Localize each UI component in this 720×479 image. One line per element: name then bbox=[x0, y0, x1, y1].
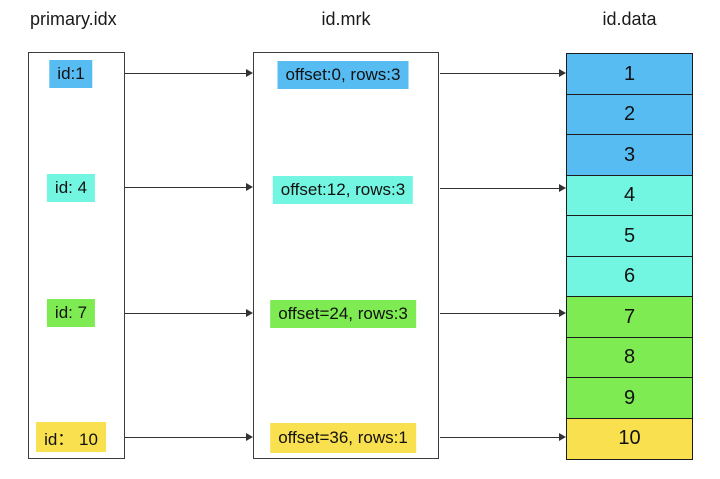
data-cell-8: 8 bbox=[566, 336, 693, 379]
arrow-idx-to-mrk-3 bbox=[125, 309, 253, 317]
data-cell-7: 7 bbox=[566, 296, 693, 339]
title-primary-idx: primary.idx bbox=[30, 9, 117, 29]
title-id-mrk: id.mrk bbox=[321, 9, 371, 29]
idx-entry-id-10: id： 10 bbox=[36, 422, 106, 452]
mrk-entry-offset-24: offset=24, rows:3 bbox=[270, 300, 416, 328]
arrow-mrk-to-data-4 bbox=[440, 433, 566, 441]
data-cell-1: 1 bbox=[566, 53, 693, 96]
primary-idx-box bbox=[28, 52, 125, 459]
data-cell-5: 5 bbox=[566, 215, 693, 258]
data-cell-2: 2 bbox=[566, 93, 693, 136]
mrk-entry-offset-36: offset=36, rows:1 bbox=[270, 423, 416, 453]
arrow-idx-to-mrk-1 bbox=[125, 69, 253, 77]
idx-entry-id-1: id:1 bbox=[49, 60, 93, 88]
data-cell-3: 3 bbox=[566, 134, 693, 177]
arrow-idx-to-mrk-4 bbox=[125, 433, 253, 441]
arrow-mrk-to-data-1 bbox=[440, 69, 566, 77]
mrk-entry-offset-12: offset:12, rows:3 bbox=[272, 176, 414, 204]
data-cell-6: 6 bbox=[566, 255, 693, 298]
data-cell-9: 9 bbox=[566, 377, 693, 420]
id-data-column: 1 2 3 4 5 6 7 8 9 10 bbox=[566, 53, 693, 460]
data-cell-10: 10 bbox=[566, 417, 693, 460]
arrow-idx-to-mrk-2 bbox=[125, 183, 253, 191]
idx-entry-id-7: id: 7 bbox=[46, 299, 96, 327]
title-id-data: id.data bbox=[602, 9, 657, 29]
mrk-entry-offset-0: offset:0, rows:3 bbox=[277, 61, 409, 89]
idx-entry-id-4: id: 4 bbox=[46, 174, 96, 202]
arrow-mrk-to-data-2 bbox=[440, 184, 566, 192]
id-mrk-box bbox=[253, 52, 439, 459]
arrow-mrk-to-data-3 bbox=[440, 309, 566, 317]
data-cell-4: 4 bbox=[566, 174, 693, 217]
